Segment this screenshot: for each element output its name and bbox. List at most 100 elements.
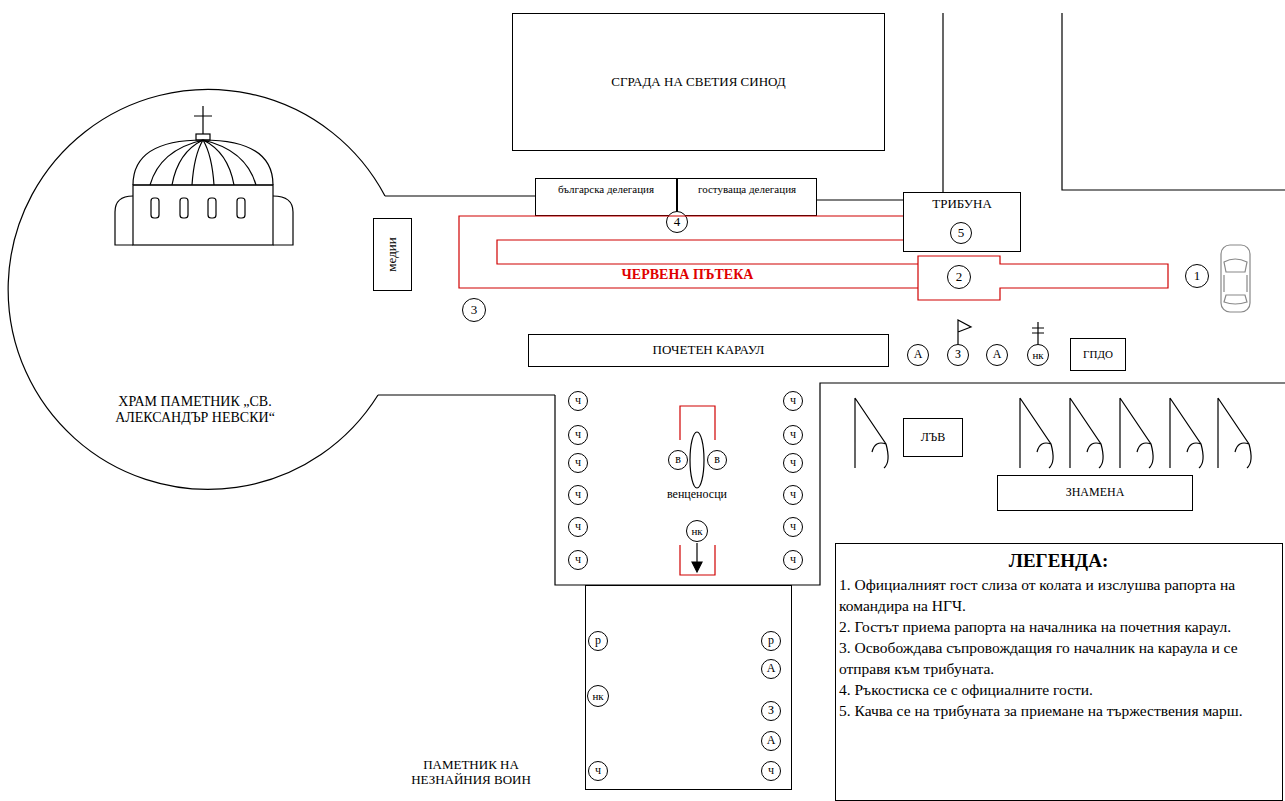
position-marker: З: [947, 344, 969, 366]
box-label: СГРАДА НА СВЕТИЯ СИНОД: [611, 75, 785, 90]
position-marker: ч: [783, 517, 803, 537]
box-label: гостуваща делегация: [698, 183, 796, 196]
street-line: [1062, 13, 1285, 190]
marker-label: А: [993, 348, 1002, 362]
flag-symbol: [958, 320, 971, 344]
position-marker: ч: [568, 453, 588, 473]
wreath-symbol: [690, 432, 704, 488]
church-drawing: [115, 106, 293, 245]
position-marker: ч: [783, 391, 803, 411]
position-marker: нк: [1027, 344, 1049, 366]
position-marker: ч: [783, 453, 803, 473]
marker-label: 2: [956, 270, 963, 285]
car-drawing: [1221, 245, 1250, 312]
marker-label: ч: [768, 764, 774, 778]
marker-label: А: [767, 662, 776, 676]
position-marker: ч: [783, 425, 803, 445]
position-marker: р: [588, 631, 608, 651]
marker-label: 5: [958, 226, 965, 241]
box-label: ЧЕРВЕНА ПЪТЕКА: [560, 267, 815, 283]
marker-label: ч: [790, 394, 796, 408]
callout-number: 1: [1185, 264, 1209, 288]
square-line: [385, 195, 535, 196]
guard-box: ПОЧЕТЕН КАРАУЛ: [528, 334, 889, 367]
position-marker: в: [707, 450, 727, 470]
callout-number: 5: [950, 222, 972, 244]
red-carpet-outline: [459, 216, 1168, 300]
square-line: [378, 394, 555, 395]
position-marker: З: [761, 701, 781, 721]
callout-number: 2: [947, 265, 971, 289]
monument-box: ПАМЕТНИК НА НЕЗНАЙНИЯ ВОИНрнкчрАЗАч: [585, 585, 792, 790]
delegation-box: българска делегация: [535, 178, 677, 216]
marker-label: ч: [790, 428, 796, 442]
flag-symbol: [1070, 398, 1103, 468]
square-line: [817, 199, 903, 200]
cathedral-area-outline: [8, 89, 408, 489]
flag-symbol: [1170, 398, 1203, 468]
banners-box: ЗНАМЕНА: [997, 475, 1193, 511]
position-marker: ч: [783, 550, 803, 570]
position-marker: нк: [686, 520, 708, 542]
marker-label: 1: [1194, 269, 1201, 284]
marker-label: в: [675, 453, 681, 467]
box-label: ПОЧЕТЕН КАРАУЛ: [653, 343, 765, 358]
position-marker: в: [668, 450, 688, 470]
cathedral-area: ХРАМ ПАМЕТНИК „СВ. АЛЕКСАНДЪР НЕВСКИ“: [8, 89, 408, 489]
tribune-box: ТРИБУНА5: [903, 192, 1021, 252]
legend-entry: 2. Гостът приема рапорта на началника на…: [839, 616, 1278, 637]
box-label: ЛЪВ: [921, 431, 946, 445]
building-box: СГРАДА НА СВЕТИЯ СИНОД: [512, 13, 885, 151]
legend-entry: 3. Освобождава съпровождащия го началник…: [839, 637, 1278, 679]
flag-symbol: [1020, 398, 1053, 468]
marker-label: А: [914, 348, 923, 362]
marker-label: ч: [595, 764, 601, 778]
cross-symbol: [1032, 322, 1044, 344]
marker-label: ч: [575, 520, 581, 534]
flags-drawing: [855, 398, 1251, 468]
marker-label: р: [595, 634, 601, 648]
legend-box: ЛЕГЕНДА:1. Официалният гост слиза от кол…: [835, 543, 1283, 801]
position-marker: А: [761, 659, 781, 679]
legend-entry: 5. Качва се на трибуната за приемане на …: [839, 700, 1278, 721]
position-marker: А: [986, 344, 1008, 366]
red-carpet: ЧЕРВЕНА ПЪТЕКА 2: [459, 216, 1168, 300]
marker-label: ч: [790, 520, 796, 534]
cathedral-area-outline: [8, 89, 385, 489]
flag-symbol: [1120, 398, 1153, 468]
marker-label: ч: [575, 394, 581, 408]
marker-label: ч: [790, 456, 796, 470]
marker-label: ч: [575, 428, 581, 442]
unit-box: ГПДО: [1070, 338, 1126, 371]
position-marker: ч: [568, 425, 588, 445]
legend-title: ЛЕГЕНДА:: [839, 548, 1278, 574]
marker-label: З: [955, 348, 961, 362]
callout-number: 4: [666, 211, 688, 233]
marker-label: ч: [575, 553, 581, 567]
callout-number: 3: [462, 298, 486, 322]
flag-symbol: [1218, 398, 1251, 468]
marker-label: нк: [592, 690, 603, 703]
marker-label: ч: [790, 488, 796, 502]
position-marker: ч: [568, 550, 588, 570]
position-marker: нк: [587, 685, 609, 707]
marker-label: р: [768, 634, 774, 648]
ceremony-area: венценосциччччччввнкчччччч: [555, 395, 820, 585]
box-label: българска делегация: [558, 183, 654, 196]
square-line: [820, 383, 1285, 395]
position-marker: р: [761, 631, 781, 651]
box-label: ГПДО: [1083, 348, 1113, 361]
box-label: ЗНАМЕНА: [1066, 486, 1125, 500]
marker-label: нк: [691, 525, 702, 538]
box-label: ПАМЕТНИК НА НЕЗНАЙНИЯ ВОИН: [401, 758, 541, 788]
delegation-box: гостуваща делегация: [677, 178, 817, 216]
marker-label: А: [767, 734, 776, 748]
marker-label: нк: [1032, 349, 1043, 362]
box-label: ХРАМ ПАМЕТНИК „СВ. АЛЕКСАНДЪР НЕВСКИ“: [85, 394, 305, 426]
red-carpet-outline: [459, 216, 1168, 300]
marker-label: ч: [575, 456, 581, 470]
street-line: [942, 13, 943, 192]
marker-label: в: [714, 453, 720, 467]
position-marker: ч: [588, 761, 608, 781]
